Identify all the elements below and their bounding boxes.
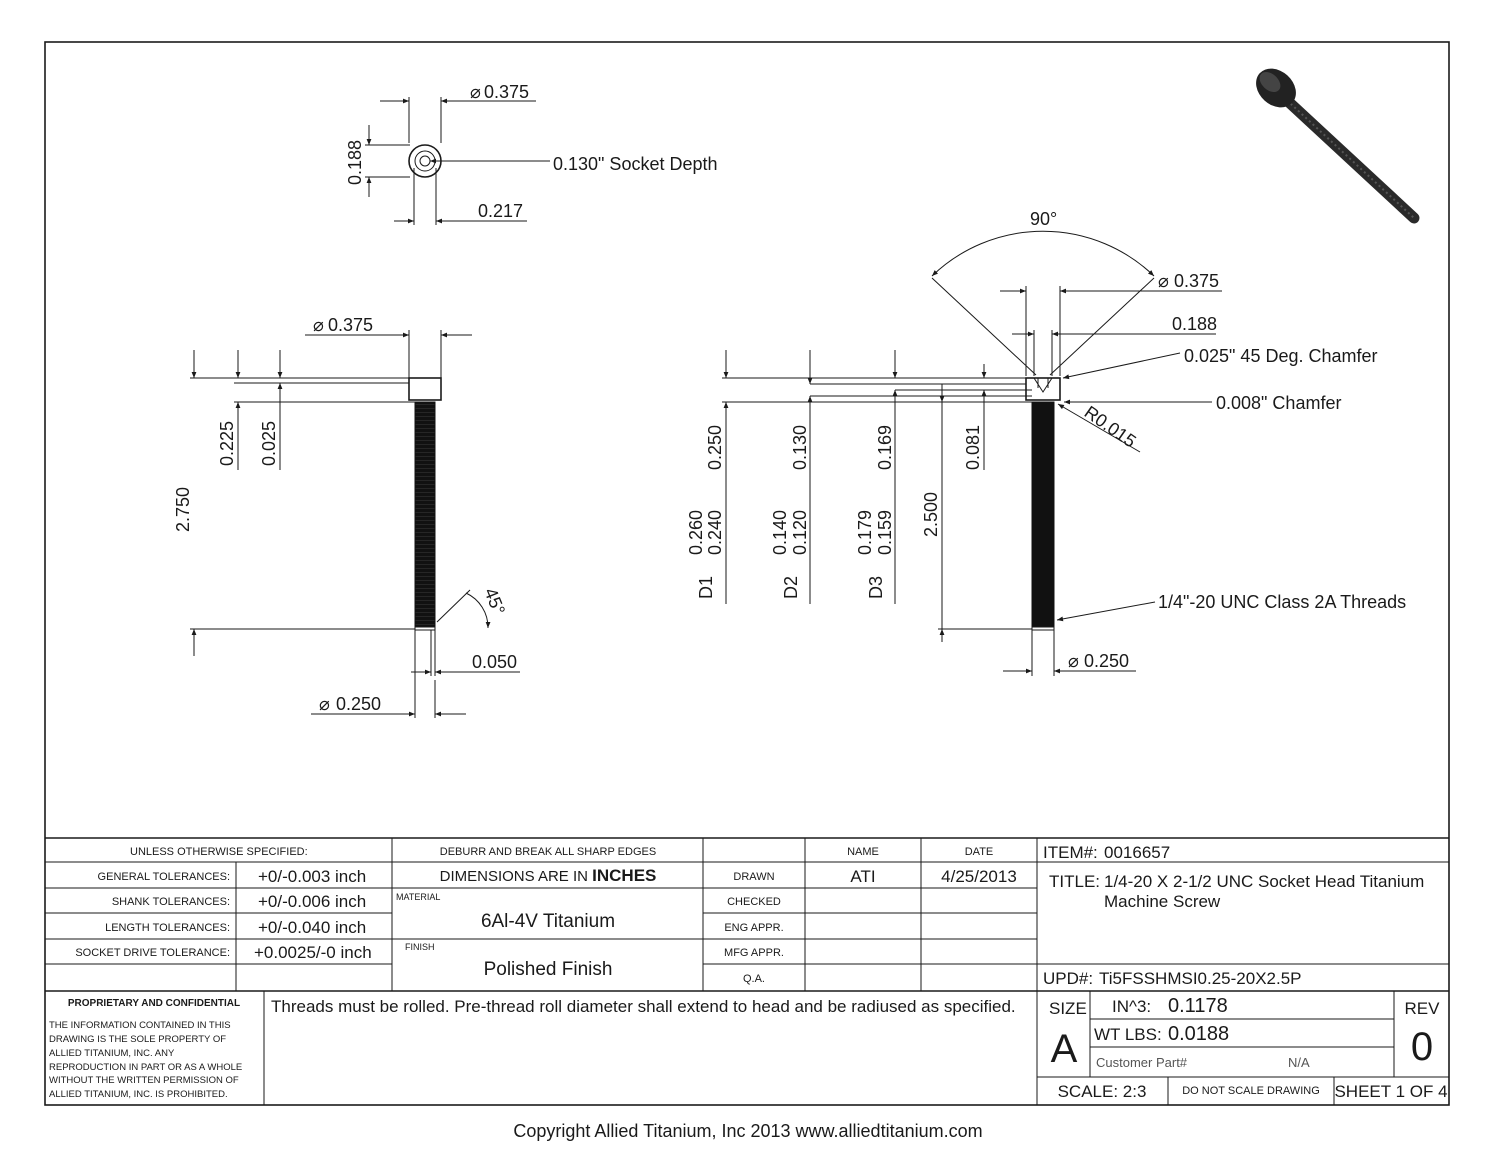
tb-do-not-scale: DO NOT SCALE DRAWING	[1182, 1085, 1320, 1097]
tb-volume-label: IN^3:	[1112, 997, 1151, 1016]
left-side-view: ⌀ 0.375 0.225 0.025 2.750 45° 0.050 ⌀	[173, 315, 520, 718]
right-dim-188-label: 0.188	[1172, 314, 1217, 334]
sheet-border	[44, 41, 1450, 1106]
right-d1-upper-label: 0.260	[686, 510, 706, 555]
right-section-view: 90° ⌀ 0.375 0.188 0.025" 45 Deg. Chamfer…	[686, 209, 1406, 676]
right-d2-lower-label: 0.120	[790, 510, 810, 555]
tb-drawn-date: 4/25/2013	[941, 867, 1017, 886]
top-dim-188-label: 0.188	[345, 140, 365, 185]
tb-socket-value: +0.0025/-0 inch	[254, 943, 372, 962]
tb-proprietary-line-2: DRAWING IS THE SOLE PROPERTY OF	[49, 1034, 226, 1045]
tb-item-value: 0016657	[1104, 843, 1170, 862]
right-dia-shank-label: 0.250	[1084, 651, 1129, 671]
left-dim-225-label: 0.225	[217, 421, 237, 466]
tb-shank-label: SHANK TOLERANCES:	[112, 896, 230, 908]
tb-length-value: +0/-0.040 inch	[258, 918, 366, 937]
tb-finish-label: FINISH	[405, 942, 435, 952]
tb-eng-label: ENG APPR.	[724, 922, 783, 934]
top-dim-217-label: 0.217	[478, 201, 523, 221]
tb-title-label: TITLE:	[1049, 872, 1100, 891]
tb-unless-label: UNLESS OTHERWISE SPECIFIED:	[130, 846, 308, 858]
tb-drawn-label: DRAWN	[733, 871, 774, 883]
tb-proprietary-line-3: ALLIED TITANIUM, INC. ANY	[49, 1048, 175, 1059]
right-dim-250-label: 0.250	[705, 425, 725, 470]
tb-rev-value: 0	[1411, 1025, 1433, 1069]
tb-mfg-label: MFG APPR.	[724, 947, 784, 959]
tb-upd-label: UPD#:	[1043, 969, 1093, 988]
title-block: UNLESS OTHERWISE SPECIFIED: GENERAL TOLE…	[45, 837, 1449, 1105]
right-length-label: 2.500	[921, 492, 941, 537]
left-dim-025-label: 0.025	[259, 421, 279, 466]
tb-upd-value: Ti5FSSHMSI0.25-20X2.5P	[1099, 969, 1302, 988]
copyright-text: Copyright Allied Titanium, Inc 2013 www.…	[513, 1121, 982, 1141]
tb-proprietary-line-1: THE INFORMATION CONTAINED IN THIS	[49, 1020, 231, 1031]
right-dia-symbol-2: ⌀	[1068, 651, 1079, 671]
tb-sheet-label: SHEET 1 OF 4	[1334, 1082, 1447, 1101]
right-d2-label: D2	[781, 576, 801, 599]
top-view: ⌀ 0.375 0.188 0.130" Socket Depth 0.217	[345, 82, 718, 225]
right-angle-90-label: 90°	[1030, 209, 1057, 229]
tb-title-line2: Machine Screw	[1104, 892, 1221, 911]
tb-name-header: NAME	[847, 846, 879, 858]
tb-proprietary-line-5: WITHOUT THE WRITTEN PERMISSION OF	[49, 1075, 239, 1086]
tb-proprietary-line-6: ALLIED TITANIUM, INC. IS PROHIBITED.	[49, 1089, 228, 1100]
right-d2-upper-label: 0.140	[770, 510, 790, 555]
tb-proprietary-line-4: REPRODUCTION IN PART OR AS A WHOLE	[49, 1062, 242, 1073]
tb-socket-label: SOCKET DRIVE TOLERANCE:	[75, 947, 230, 959]
tb-item-label: ITEM#:	[1043, 843, 1098, 862]
right-dim-169-label: 0.169	[875, 425, 895, 470]
tb-shank-value: +0/-0.006 inch	[258, 892, 366, 911]
tb-rev-label: REV	[1405, 999, 1441, 1018]
tb-weight-value: 0.0188	[1168, 1023, 1229, 1045]
screw-render-image	[1256, 68, 1420, 224]
left-dia-head-label: 0.375	[328, 315, 373, 335]
right-d1-lower-label: 0.240	[705, 510, 725, 555]
right-chamfer-008-label: 0.008" Chamfer	[1216, 393, 1341, 413]
tb-general-label: GENERAL TOLERANCES:	[98, 871, 230, 883]
tb-qa-label: Q.A.	[743, 973, 765, 985]
right-d1-label: D1	[696, 576, 716, 599]
right-d3-label: D3	[866, 576, 886, 599]
tb-proprietary-title: PROPRIETARY AND CONFIDENTIAL	[68, 998, 240, 1009]
right-dim-081-label: 0.081	[963, 425, 983, 470]
left-dia-symbol: ⌀	[313, 315, 324, 335]
tb-date-header: DATE	[965, 846, 994, 858]
right-chamfer-025-label: 0.025" 45 Deg. Chamfer	[1184, 346, 1378, 366]
right-dia-head-label: 0.375	[1174, 271, 1219, 291]
right-threads-label: 1/4"-20 UNC Class 2A Threads	[1158, 592, 1406, 612]
left-dim-050-label: 0.050	[472, 652, 517, 672]
tb-dimensions-label: DIMENSIONS ARE IN INCHES	[440, 866, 657, 885]
tb-dimensions-unit: INCHES	[592, 866, 656, 885]
tb-finish-value: Polished Finish	[484, 959, 613, 980]
left-length-label: 2.750	[173, 487, 193, 532]
left-dia-shank-label: 0.250	[336, 694, 381, 714]
tb-customer-value: N/A	[1288, 1055, 1310, 1070]
left-dia-symbol-2: ⌀	[319, 694, 330, 714]
right-radius-label: R0.015	[1081, 402, 1140, 452]
tb-scale-label: SCALE: 2:3	[1058, 1082, 1147, 1101]
right-dia-symbol: ⌀	[1158, 271, 1169, 291]
tb-note: Threads must be rolled. Pre-thread roll …	[271, 997, 1016, 1016]
tb-size-label: SIZE	[1049, 999, 1087, 1018]
right-d3-upper-label: 0.179	[855, 510, 875, 555]
tb-customer-label: Customer Part#	[1096, 1055, 1188, 1070]
tb-title-line1: 1/4-20 X 2-1/2 UNC Socket Head Titanium	[1104, 872, 1424, 891]
top-dia-head-label: 0.375	[484, 82, 529, 102]
tb-general-value: +0/-0.003 inch	[258, 867, 366, 886]
tb-material-label: MATERIAL	[396, 892, 440, 902]
top-dia-symbol: ⌀	[470, 82, 481, 102]
tb-checked-label: CHECKED	[727, 896, 781, 908]
tb-size-value: A	[1051, 1027, 1078, 1071]
tb-volume-value: 0.1178	[1168, 995, 1228, 1017]
tb-material-value: 6Al-4V Titanium	[481, 911, 615, 932]
right-dim-130-label: 0.130	[790, 425, 810, 470]
tb-drawn-name: ATI	[850, 867, 875, 886]
top-socket-depth-label: 0.130" Socket Depth	[553, 154, 718, 174]
right-d3-lower-label: 0.159	[875, 510, 895, 555]
tb-length-label: LENGTH TOLERANCES:	[105, 922, 230, 934]
tb-deburr-label: DEBURR AND BREAK ALL SHARP EDGES	[440, 846, 656, 858]
tb-weight-label: WT LBS:	[1094, 1025, 1162, 1044]
